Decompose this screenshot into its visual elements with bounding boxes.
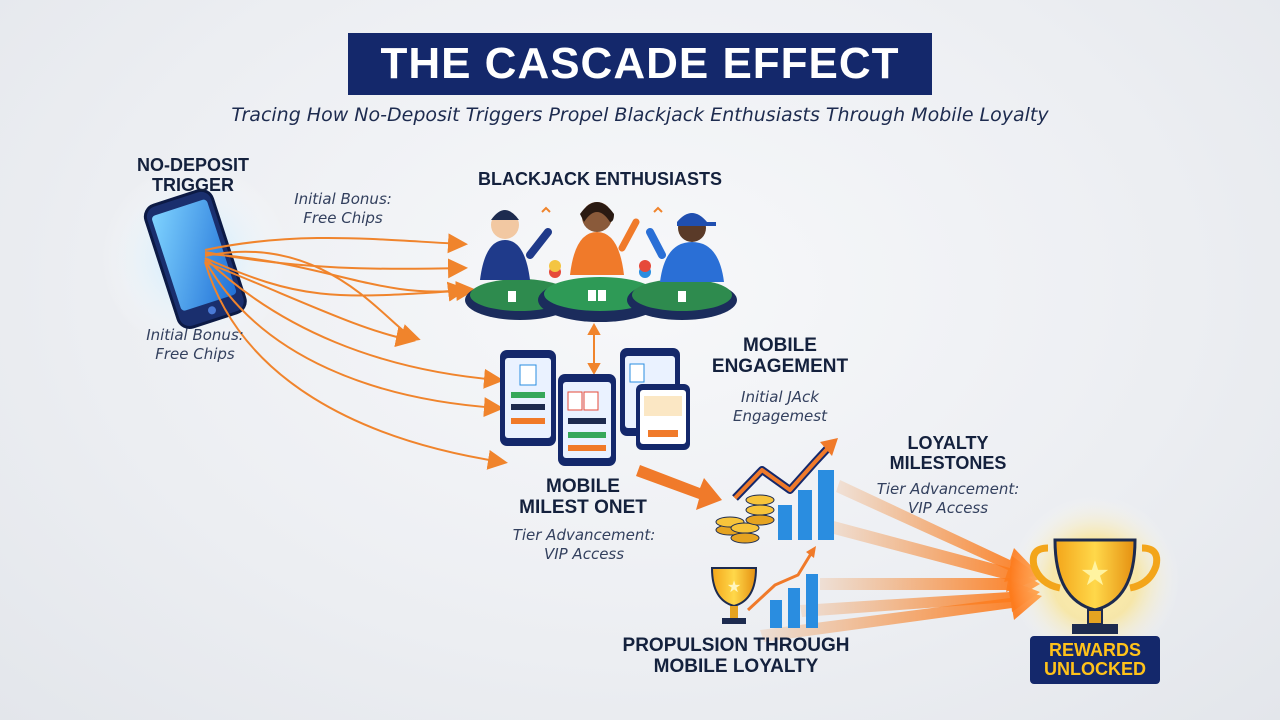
rewards-badge: REWARDS UNLOCKED: [1030, 636, 1160, 684]
coin-stack-icon: [715, 494, 775, 544]
mobile-engagement-title: MOBILE ENGAGEMENT: [711, 335, 849, 377]
trigger-flow-arrows: [204, 233, 508, 470]
mobile-milestone-title: MOBILE MILEST ONET: [519, 476, 647, 518]
svg-text:★: ★: [727, 577, 741, 596]
propulsion-title: PROPULSION THROUGH MOBILE LOYALTY: [622, 635, 850, 677]
loyalty-note: Tier Advancement: VIP Access: [876, 480, 1020, 517]
loyalty-title: LOYALTY MILESTONES: [889, 433, 1007, 473]
rewards-label: REWARDS UNLOCKED: [1044, 639, 1146, 679]
mobile-milestone-note: Tier Advancement: VIP Access: [512, 526, 656, 563]
mobile-engagement-note: Initial JAck Engagemest: [733, 388, 827, 425]
trophy-icon: ★: [1010, 495, 1180, 665]
blackjack-table-icon: [465, 260, 737, 322]
svg-text:★: ★: [1080, 554, 1110, 594]
trigger-title: NO-DEPOSIT TRIGGER: [136, 155, 249, 195]
propulsion-arrows: [636, 465, 1042, 642]
page-subtitle: Tracing How No-Deposit Triggers Propel B…: [231, 104, 1049, 126]
trigger-note-bottom: Initial Bonus: Free Chips: [146, 326, 244, 363]
page-title: THE CASCADE EFFECT: [348, 33, 932, 95]
small-trophy-chart-icon: ★: [710, 546, 818, 628]
enthusiasts-title: BLACKJACK ENTHUSIASTS: [477, 169, 722, 189]
vertical-link-arrow: [587, 322, 601, 376]
phone-screens-icon: [500, 348, 690, 466]
growth-chart-icon: [732, 438, 838, 540]
trigger-note-top: Initial Bonus: Free Chips: [294, 190, 392, 227]
players-icon: [480, 202, 724, 282]
smartphone-icon: [100, 163, 290, 353]
